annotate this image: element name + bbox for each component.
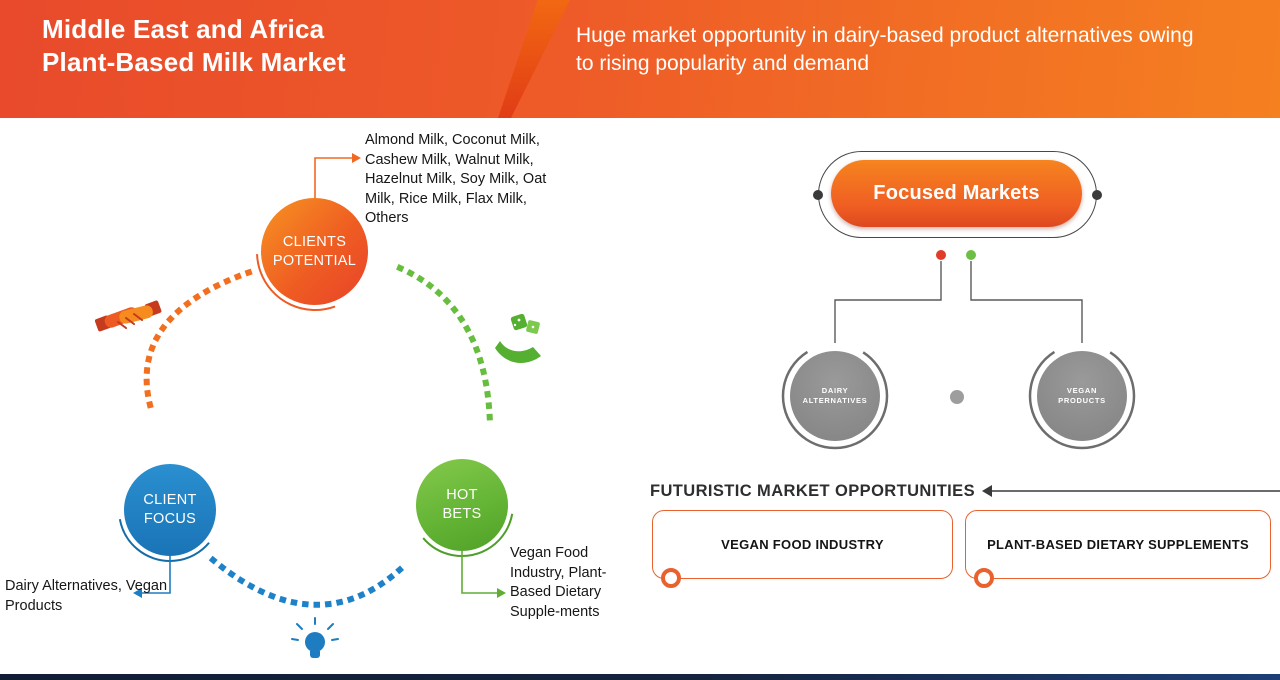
- opportunity-box-label: PLANT-BASED DIETARY SUPPLEMENTS: [987, 537, 1249, 552]
- bottom-accent-bar: [0, 674, 1280, 680]
- focused-markets-outline: [813, 151, 1102, 238]
- arrow-right-icon: [352, 153, 361, 163]
- vegan-products-ring-arc: [1028, 342, 1136, 450]
- focused-markets-title: Focused Markets: [873, 182, 1040, 204]
- clients-potential-ring-arc: [256, 193, 374, 311]
- focused-markets-pill: Focused Markets: [831, 160, 1082, 227]
- client-focus-ring-arc: [118, 458, 222, 562]
- dairy-alternatives-label-line2: ALTERNATIVES: [802, 396, 868, 405]
- page-title-line2: Plant-Based Milk Market: [42, 47, 346, 77]
- connector-hot-bets: [461, 551, 506, 598]
- clients-potential-label-line2: POTENTIAL: [272, 252, 357, 269]
- connector-client-focus: [133, 556, 171, 598]
- lightbulb-icon: [291, 617, 339, 658]
- client-focus-label-line2: FOCUS: [143, 511, 197, 527]
- client-focus-circle: CLIENT FOCUS: [124, 464, 216, 556]
- branch-dot-red: [936, 250, 946, 260]
- client-focus-label-line1: CLIENT: [143, 492, 197, 508]
- outline-dot-right: [1092, 189, 1102, 200]
- dice-in-hand-icon: [495, 313, 541, 363]
- connector-clients-potential: [314, 153, 361, 200]
- clients-potential-circle: CLIENTS POTENTIAL: [261, 198, 368, 305]
- arrow-right-icon: [497, 588, 506, 598]
- center-dot: [950, 390, 964, 404]
- futuristic-arrow: [982, 485, 1280, 497]
- hot-bets-ring-arc: [410, 453, 514, 557]
- page-subtitle: Huge market opportunity in dairy-based p…: [576, 24, 1194, 75]
- arrow-left-icon: [133, 588, 142, 598]
- header-banner: Middle East and Africa Plant-Based Milk …: [0, 0, 1280, 118]
- clients-potential-detail: Almond Milk, Coconut Milk, Cashew Milk, …: [365, 132, 547, 226]
- hot-bets-circle: HOT BETS: [416, 459, 508, 551]
- handshake-icon: [94, 300, 162, 332]
- vegan-products-label-line2: PRODUCTS: [1058, 396, 1106, 405]
- dotted-arc-green: [396, 264, 494, 429]
- dotted-arc-blue: [208, 555, 412, 608]
- futuristic-heading: FUTURISTIC MARKET OPPORTUNITIES: [650, 482, 975, 500]
- hot-bets-label-line1: HOT: [446, 487, 478, 503]
- hot-bets-detail: Vegan Food Industry, Plant-Based Dietary…: [510, 545, 607, 620]
- dairy-alternatives-circle: DAIRY ALTERNATIVES: [790, 351, 880, 441]
- dairy-alternatives-label-line1: DAIRY: [821, 386, 849, 395]
- vegan-products-label-line1: VEGAN: [1066, 386, 1098, 395]
- vegan-products-circle: VEGAN PRODUCTS: [1037, 351, 1127, 441]
- corner-ring-icon: [974, 568, 994, 588]
- outline-dot-left: [813, 189, 823, 200]
- page-title: Middle East and Africa Plant-Based Milk …: [42, 13, 346, 79]
- opportunity-box-label: VEGAN FOOD INDUSTRY: [721, 537, 884, 552]
- corner-ring-icon: [661, 568, 681, 588]
- dotted-arc-orange: [143, 268, 254, 409]
- page-title-line1: Middle East and Africa: [42, 14, 325, 44]
- arrow-left-icon: [982, 485, 992, 497]
- branch-dot-green: [966, 250, 976, 260]
- opportunity-box-dietary-supplements: PLANT-BASED DIETARY SUPPLEMENTS: [965, 510, 1271, 588]
- dairy-alternatives-ring-arc: [781, 342, 889, 450]
- header-diagonal-seam: [498, 0, 570, 118]
- clients-potential-label-line1: CLIENTS: [282, 233, 347, 250]
- opportunity-box-vegan-food: VEGAN FOOD INDUSTRY: [652, 510, 953, 588]
- hot-bets-label-line2: BETS: [442, 506, 482, 522]
- client-focus-detail: Dairy Alternatives, Vegan Products: [5, 578, 168, 614]
- branch-lines: [834, 250, 1083, 343]
